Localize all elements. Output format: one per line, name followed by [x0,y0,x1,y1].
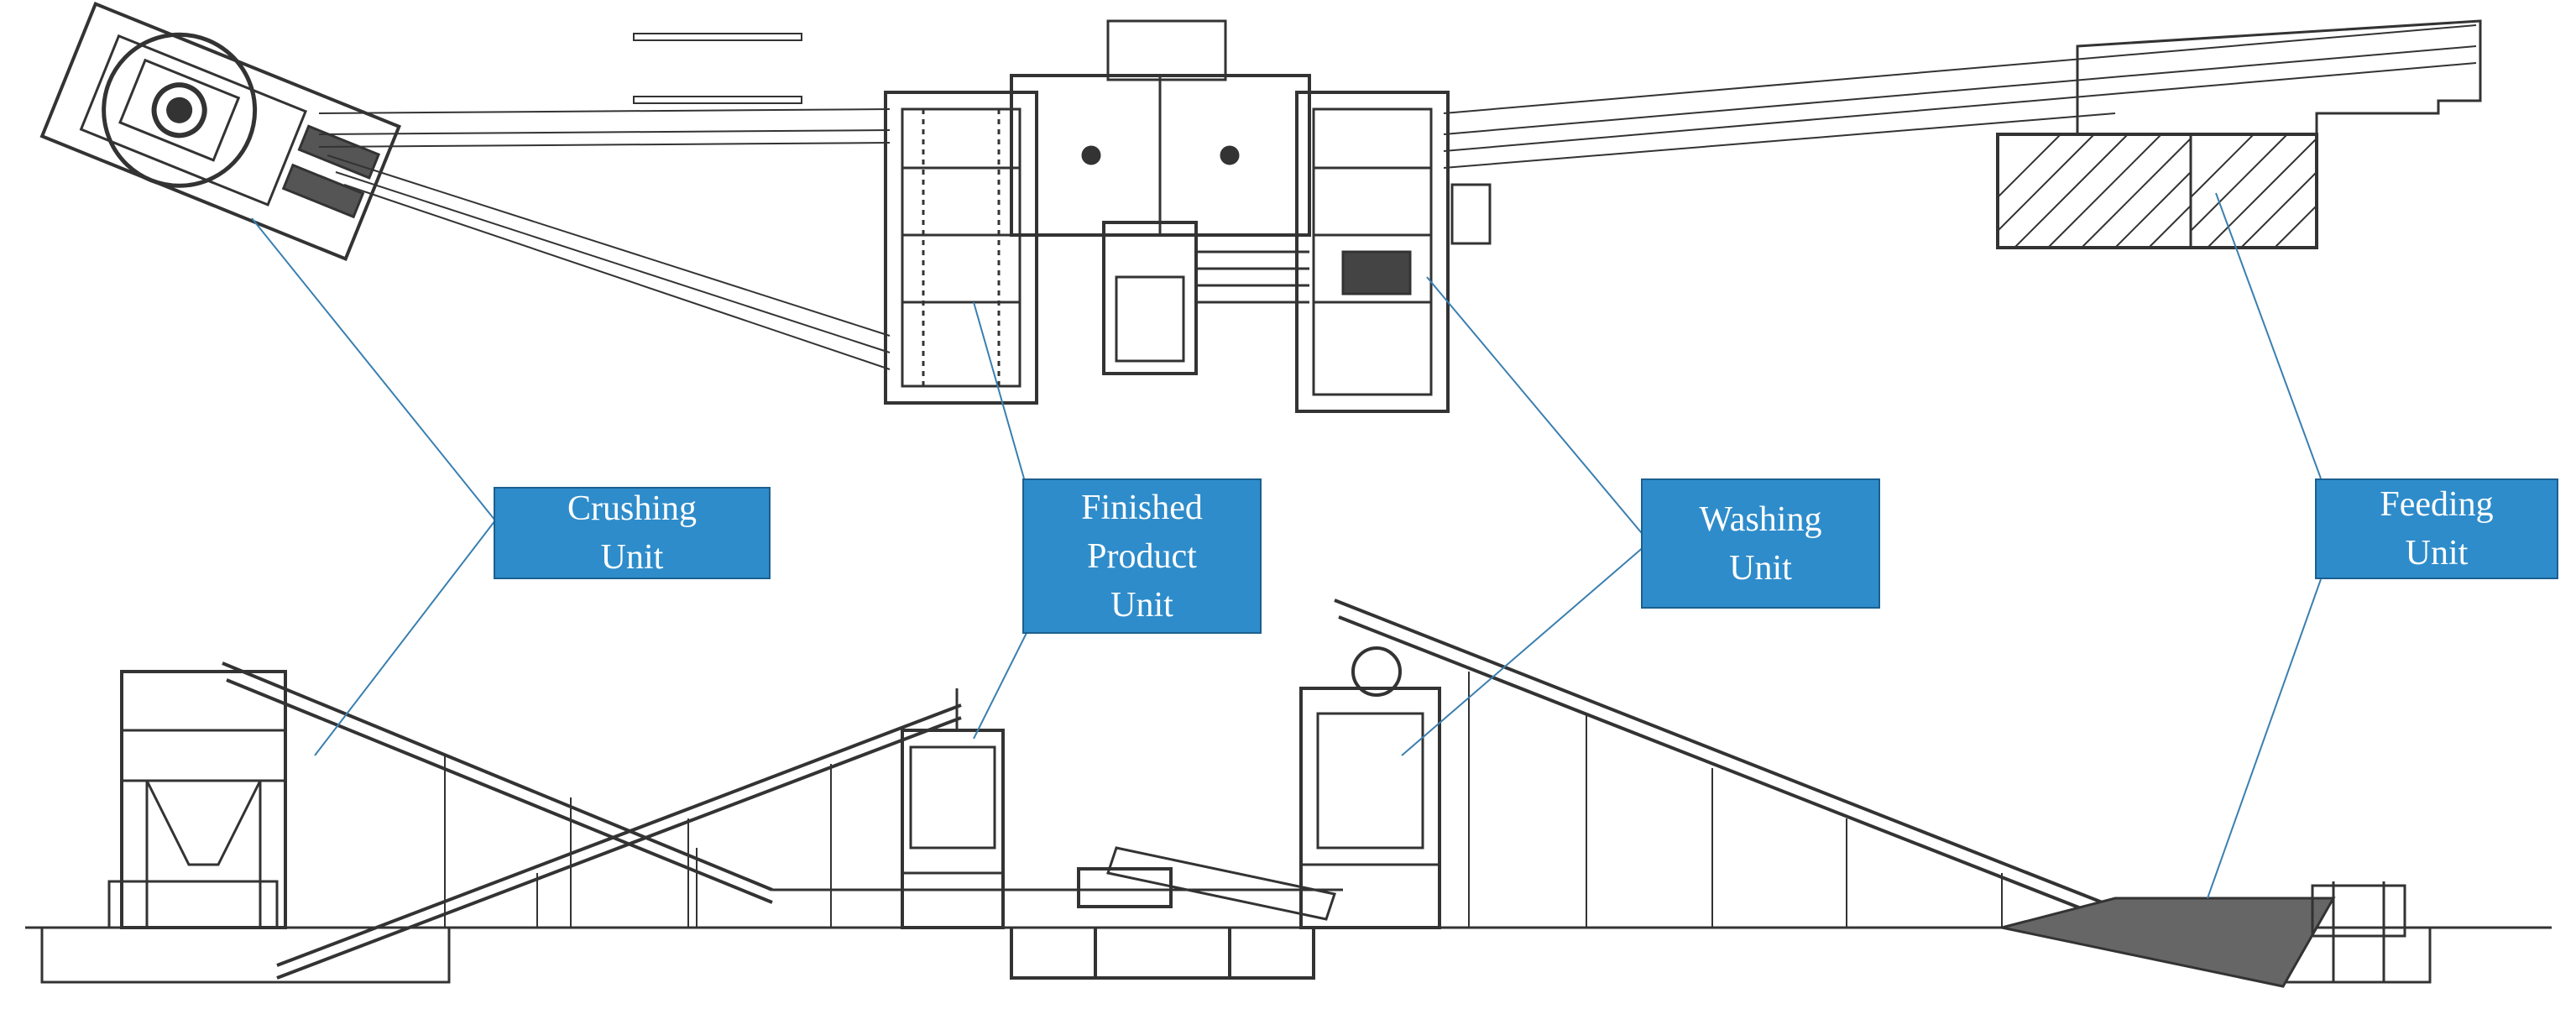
elevation-crushing-unit [107,670,287,929]
label-finished-product-unit: Finished Product Unit [1022,478,1262,634]
plan-view [39,2,2482,413]
elevation-conveyor-2 [276,703,962,980]
elevation-washer-machine [1077,846,1336,978]
elevation-conveyor-1 [222,661,773,904]
plan-crushing-unit [39,2,402,261]
leader-finished-top [973,301,1025,479]
leader-finished-bottom [973,629,1029,740]
elevation-conveyor-3 [1334,599,2124,925]
plan-conveyors [318,24,2477,370]
label-feeding-line2: Unit [2405,534,2469,573]
label-finished-line3: Unit [1110,585,1173,625]
label-crushing-line2: Unit [600,538,664,577]
label-washing-unit: Washing Unit [1641,478,1880,609]
label-washing-line1: Washing [1699,499,1822,539]
leader-crushing-top [251,217,496,521]
elevation-finished-product-unit [901,688,1005,929]
leader-washing-bottom [1401,545,1646,756]
plan-washing-unit [1295,91,1492,413]
label-finished-line1: Finished [1081,488,1203,527]
label-finished-line2: Product [1087,536,1197,576]
plan-central-building [1010,19,1311,375]
label-washing-line2: Unit [1729,548,1792,588]
elevation-feeding-unit [2001,881,2406,988]
leader-washing-top [1426,276,1646,538]
label-feeding-unit: Feeding Unit [2315,478,2558,579]
leader-crushing-bottom [314,520,496,756]
plan-feeding-unit [1996,19,2482,249]
elevation-view [25,599,2552,988]
plan-finished-product-unit [884,91,1038,405]
leader-lines [251,192,2322,899]
label-crushing-line1: Crushing [567,489,697,528]
label-crushing-unit: Crushing Unit [494,487,771,579]
leader-feeding-top [2215,192,2322,479]
label-feeding-line1: Feeding [2380,485,2494,524]
elevation-washing-unit [1299,646,1441,929]
leader-feeding-bottom [2207,578,2322,899]
